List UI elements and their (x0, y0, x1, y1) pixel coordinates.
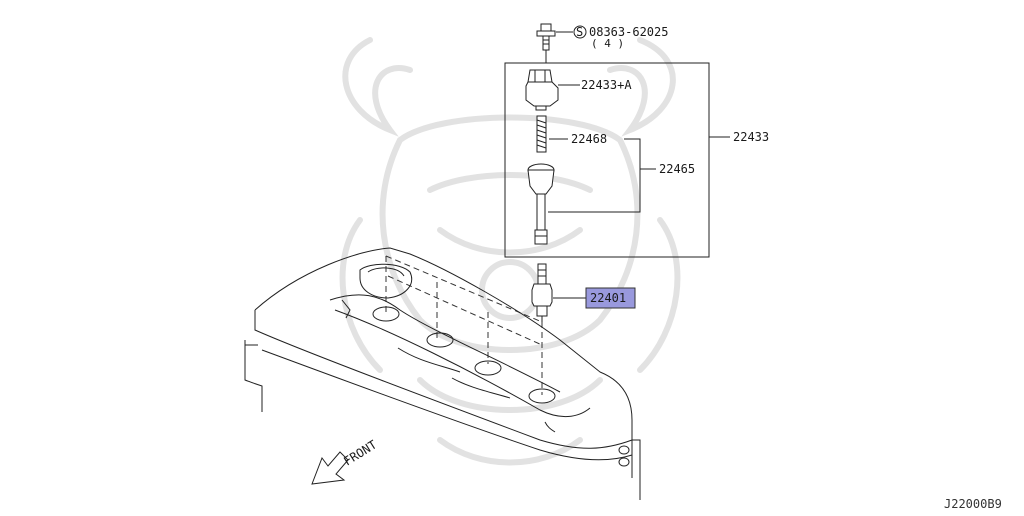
bolt-part[interactable] (536, 23, 556, 63)
bolt-quantity: ( 4 ) (591, 37, 624, 50)
watermark-emblem (339, 37, 681, 466)
coil-top-part-code[interactable]: 22433+A (581, 78, 632, 92)
coil-spring-part[interactable] (536, 115, 547, 153)
standard-part-symbol (573, 25, 587, 39)
front-arrow-icon (311, 451, 349, 485)
coil-assembly-outline (504, 62, 710, 258)
coil-spring-part-code[interactable]: 22468 (571, 132, 607, 146)
bolt-part-code[interactable]: 08363-62025 (589, 25, 668, 39)
spark-plug-part-code[interactable]: 22401 (590, 291, 626, 305)
cylinder-head-cover (244, 247, 641, 500)
subassembly-bracket (548, 138, 641, 213)
front-direction-label: FRONT (341, 438, 379, 469)
diagram-code: J22000B9 (944, 497, 1002, 511)
coil-subassembly-part-code[interactable]: 22465 (659, 162, 695, 176)
spark-plug-part[interactable] (531, 263, 553, 322)
coil-boot-part[interactable] (527, 163, 555, 245)
coil-top-part[interactable] (525, 69, 559, 111)
coil-assembly-part-code[interactable]: 22433 (733, 130, 769, 144)
alignment-lines (385, 255, 543, 395)
spark-plug-highlight-box[interactable] (585, 287, 636, 309)
standard-part-symbol-text: S (576, 25, 583, 39)
